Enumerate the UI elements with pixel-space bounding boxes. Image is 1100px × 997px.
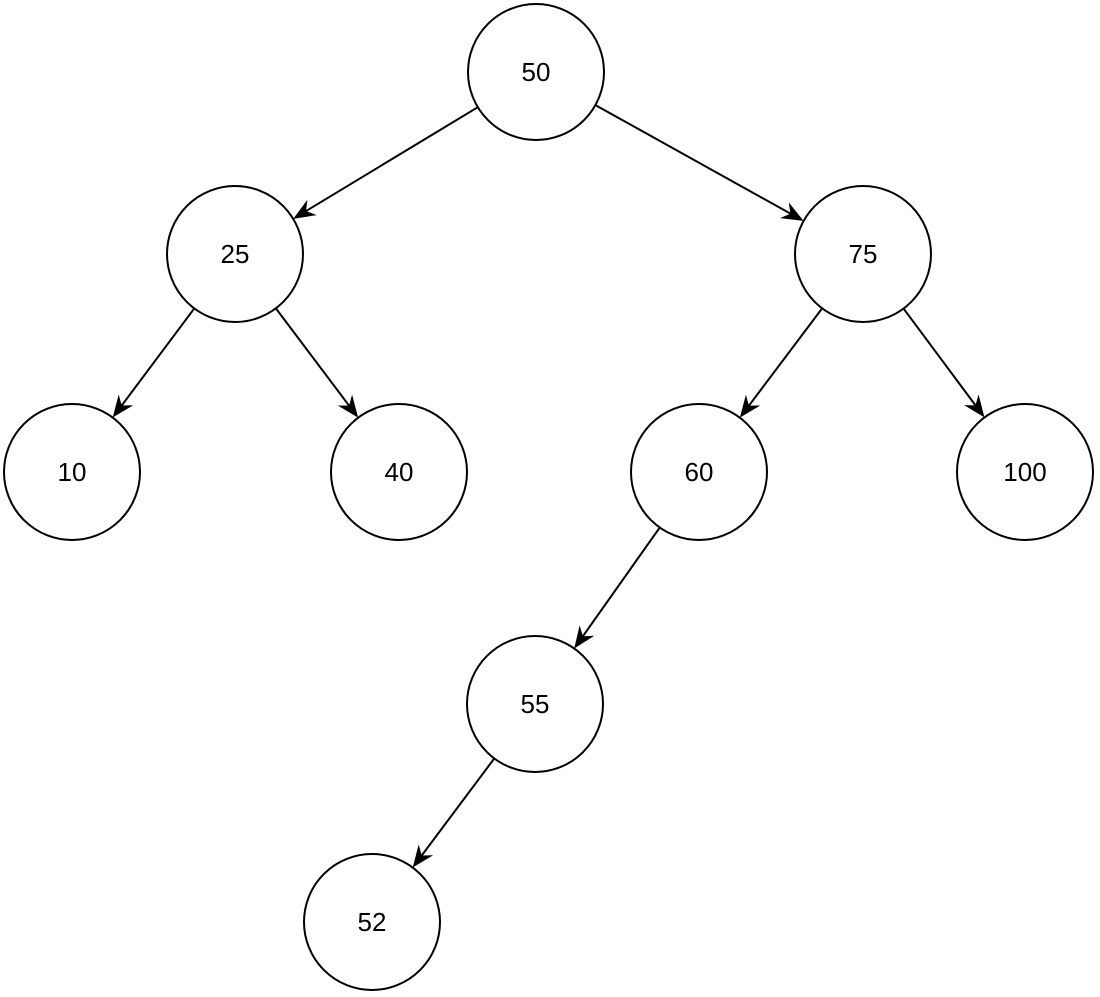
edge-25-40 [275, 307, 350, 407]
node-label: 40 [385, 457, 414, 487]
tree-node-55: 55 [466, 635, 604, 773]
node-label: 55 [521, 689, 550, 719]
edge-75-100 [902, 307, 977, 406]
edge-55-52 [420, 757, 496, 857]
node-circle [794, 185, 932, 323]
edge-50-25 [305, 106, 479, 212]
edges-layer [112, 104, 985, 868]
tree-node-50: 50 [467, 3, 605, 141]
node-circle [3, 403, 141, 541]
tree-node-10: 10 [3, 403, 141, 541]
node-circle [330, 403, 468, 541]
node-circle [303, 853, 441, 991]
arrowhead-10 [112, 394, 134, 418]
node-label: 10 [58, 457, 87, 487]
edge-50-75 [594, 104, 791, 215]
tree-node-75: 75 [794, 185, 932, 323]
node-circle [630, 403, 768, 541]
arrowhead-55 [574, 625, 595, 649]
arrowhead-60 [739, 394, 761, 418]
node-label: 75 [849, 239, 878, 269]
node-circle [956, 403, 1094, 541]
node-label: 100 [1003, 457, 1046, 487]
arrowhead-40 [337, 394, 359, 418]
arrowhead-25 [293, 199, 317, 219]
tree-node-52: 52 [303, 853, 441, 991]
node-circle [467, 3, 605, 141]
tree-node-25: 25 [166, 185, 304, 323]
node-label: 52 [358, 907, 387, 937]
tree-node-60: 60 [630, 403, 768, 541]
node-label: 25 [221, 239, 250, 269]
nodes-layer: 50 25 75 10 40 60 100 55 52 [3, 3, 1094, 991]
tree-node-40: 40 [330, 403, 468, 541]
edge-25-10 [120, 307, 196, 407]
edge-75-60 [748, 307, 823, 407]
edge-60-55 [582, 526, 661, 637]
tree-node-100: 100 [956, 403, 1094, 541]
node-label: 60 [685, 457, 714, 487]
node-circle [166, 185, 304, 323]
arrowhead-75 [779, 202, 804, 221]
node-circle [466, 635, 604, 773]
arrowhead-100 [964, 394, 985, 418]
arrowhead-52 [412, 844, 434, 868]
node-label: 50 [522, 57, 551, 87]
